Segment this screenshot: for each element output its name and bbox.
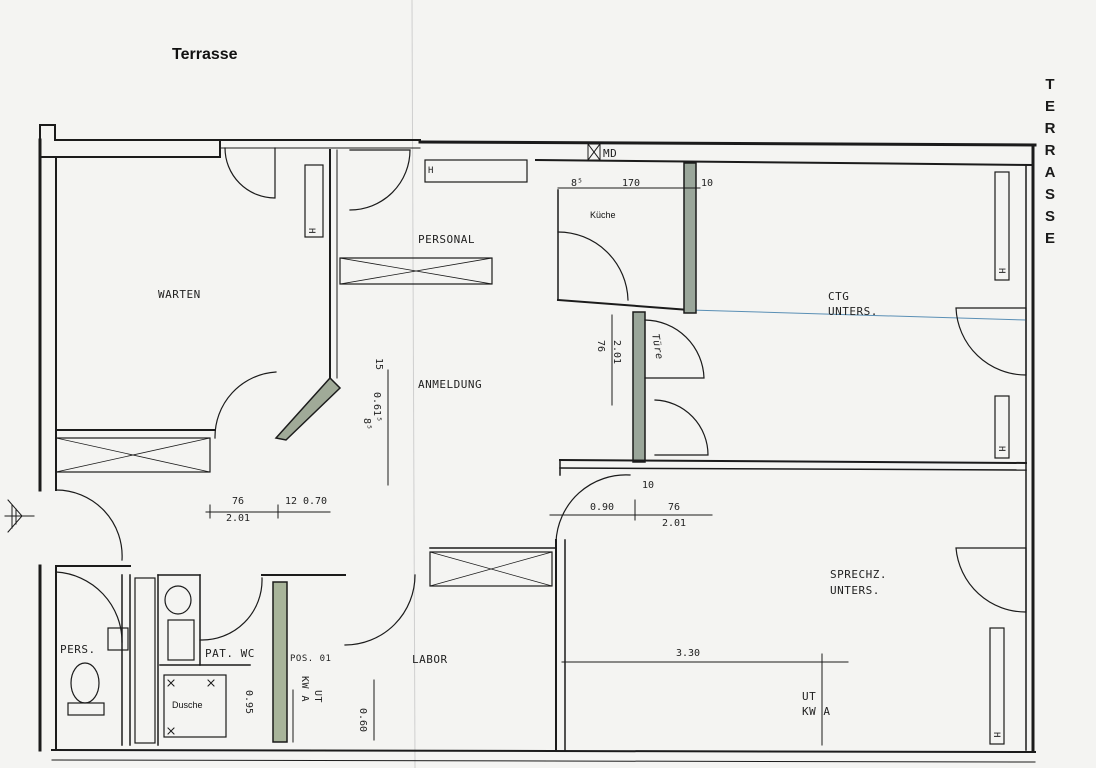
room-label-ctg: CTG — [828, 290, 850, 303]
dim-76-left: 76 — [232, 496, 245, 507]
terrace-letter: S — [1044, 186, 1055, 203]
room-label-personal: PERSONAL — [418, 233, 475, 246]
pos-01-marker: POS. 01 — [290, 654, 332, 664]
radiator-h-personal: H — [428, 166, 434, 176]
dim-8-5-anmeldung: 8⁵ — [361, 418, 372, 431]
outer-wall — [39, 124, 221, 158]
room-label-labor: LABOR — [412, 653, 448, 666]
kwa-label-left: KW A — [299, 676, 310, 703]
dim-201-right: 2.01 — [662, 518, 687, 529]
room-label-sprechz: SPRECHZ. — [830, 568, 887, 581]
md-marker: MD — [603, 147, 618, 160]
scan-fold-line — [411, 0, 416, 768]
dim-12: 12 — [285, 496, 298, 507]
dim-0-70: 0.70 — [303, 496, 328, 507]
dim-3-30: 3.30 — [676, 648, 701, 659]
dim-15: 15 — [373, 358, 384, 371]
dim-0-95: 0.95 — [243, 690, 254, 715]
room-label-pat-wc: PAT. WC — [205, 647, 255, 660]
room-label-pers: PERS. — [60, 643, 96, 656]
radiator-h-ctg: H — [995, 268, 1006, 274]
radiator — [304, 164, 324, 238]
terrace-letter: T — [1045, 76, 1055, 93]
terrace-letter: A — [1044, 164, 1056, 181]
terrace-letter: E — [1044, 98, 1055, 115]
room-label-kueche: Küche — [590, 210, 616, 220]
terrace-right-label: T E R R A S S E — [1043, 74, 1057, 250]
dim-76-mid: 76 — [595, 340, 606, 353]
room-label-anmeldung: ANMELDUNG — [418, 378, 483, 391]
room-label-dusche: Dusche — [172, 700, 203, 710]
ut-label-left: UT — [312, 690, 323, 704]
radiator-h-warten: H — [305, 228, 316, 234]
radiator-h-ctg-lower: H — [995, 446, 1006, 452]
dim-10-top: 10 — [701, 178, 714, 189]
terrace-top-label: Terrasse — [172, 46, 238, 63]
dim-0-60: 0.60 — [357, 708, 368, 733]
dim-10-bottom: 10 — [642, 480, 655, 491]
dim-0-61-5: 0.61⁵ — [371, 392, 382, 423]
dim-201-mid: 2.01 — [611, 340, 622, 365]
ut-label-right: UT — [802, 690, 817, 703]
room-label-sprechz-sub: UNTERS. — [830, 584, 880, 597]
kwa-label-right: KW A — [802, 705, 831, 718]
room-label-warten: WARTEN — [158, 288, 201, 301]
terrace-letter: R — [1044, 120, 1056, 137]
terrace-letter: E — [1044, 230, 1055, 247]
toilet — [70, 662, 100, 704]
room-label-ctg-sub: UNTERS. — [828, 305, 878, 318]
dim-0-90: 0.90 — [590, 502, 615, 513]
radiator-h-sprechz: H — [990, 732, 1001, 738]
dim-201-left: 2.01 — [226, 513, 251, 524]
dim-8-5-kueche: 8⁵ — [571, 178, 584, 189]
dim-170: 170 — [622, 178, 641, 189]
door-swing — [224, 147, 276, 199]
dim-76-right: 76 — [668, 502, 681, 513]
terrace-letter: R — [1044, 142, 1056, 159]
terrace-letter: S — [1044, 208, 1055, 225]
